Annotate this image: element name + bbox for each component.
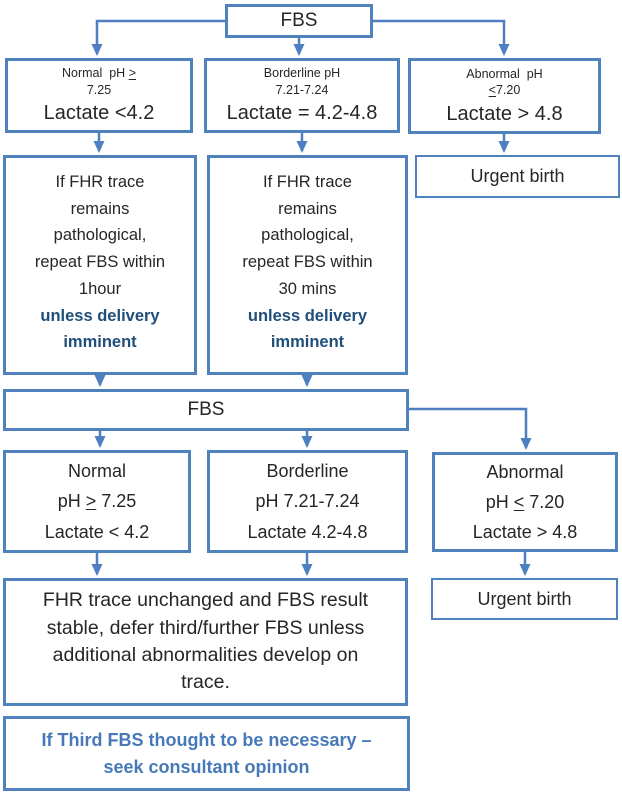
- node-title: Normal pH >: [62, 66, 136, 80]
- node-fbs-second: FBS: [3, 389, 409, 431]
- node-repeat-fbs-1hour: If FHR trace remains pathological, repea…: [3, 155, 197, 375]
- ph-value: pH > 7.25: [57, 491, 137, 512]
- connector-fbs1-to-abnormal1: [373, 19, 510, 56]
- lactate-value: Lactate <4.2: [43, 102, 155, 124]
- node-title: Borderline: [266, 461, 349, 482]
- ph-value: pH < 7.20: [485, 491, 565, 512]
- lactate-value: Lactate < 4.2: [44, 521, 150, 542]
- node-label: Urgent birth: [470, 166, 565, 187]
- node-urgent-birth-2: Urgent birth: [431, 578, 618, 620]
- connector-fbs2-to-abnormal2: [409, 407, 532, 450]
- node-abnormal-result-1: Abnormal pH <7.20 Lactate > 4.8: [408, 58, 601, 134]
- node-urgent-birth-1: Urgent birth: [415, 155, 620, 198]
- ph-value: 7.25: [86, 82, 112, 97]
- node-normal-result-1: Normal pH > 7.25 Lactate <4.2: [5, 58, 193, 133]
- connector-fbs1-to-normal1: [91, 19, 225, 56]
- node-title: Abnormal pH: [466, 66, 543, 81]
- node-title: Abnormal: [486, 461, 564, 482]
- node-borderline-result-1: Borderline pH 7.21-7.24 Lactate = 4.2-4.…: [204, 58, 400, 133]
- node-repeat-fbs-30mins: If FHR trace remains pathological, repea…: [207, 155, 408, 375]
- ph-value: <7.20: [488, 83, 521, 97]
- node-abnormal-result-2: Abnormal pH < 7.20 Lactate > 4.8: [432, 452, 618, 552]
- lactate-value: Lactate > 4.8: [472, 522, 578, 543]
- node-defer-further-fbs: FHR trace unchanged and FBS result stabl…: [3, 578, 408, 706]
- node-consultant-note: If Third FBS thought to be necessary – s…: [3, 716, 410, 791]
- node-emphasis: unless delivery imminent: [40, 306, 160, 352]
- node-label: FBS: [187, 399, 225, 421]
- node-title: Borderline pH: [263, 66, 341, 80]
- ph-value: pH 7.21-7.24: [255, 491, 360, 512]
- lactate-value: Lactate = 4.2-4.8: [226, 102, 378, 124]
- node-emphasis: unless delivery imminent: [247, 306, 368, 352]
- node-body: FHR trace unchanged and FBS result stabl…: [42, 589, 369, 694]
- node-fbs-initial: FBS: [225, 4, 373, 38]
- node-normal-result-2: Normal pH > 7.25 Lactate < 4.2: [3, 450, 191, 553]
- node-title: Normal: [67, 461, 126, 482]
- ph-value: 7.21-7.24: [275, 82, 329, 97]
- lactate-value: Lactate > 4.8: [446, 102, 563, 125]
- node-body: If FHR trace remains pathological, repea…: [242, 173, 373, 298]
- node-borderline-result-2: Borderline pH 7.21-7.24 Lactate 4.2-4.8: [207, 450, 408, 553]
- lactate-value: Lactate 4.2-4.8: [247, 521, 368, 542]
- note-text: If Third FBS thought to be necessary – s…: [41, 730, 372, 777]
- node-label: Urgent birth: [477, 588, 572, 609]
- node-body: If FHR trace remains pathological, repea…: [34, 173, 166, 298]
- node-label: FBS: [280, 10, 318, 32]
